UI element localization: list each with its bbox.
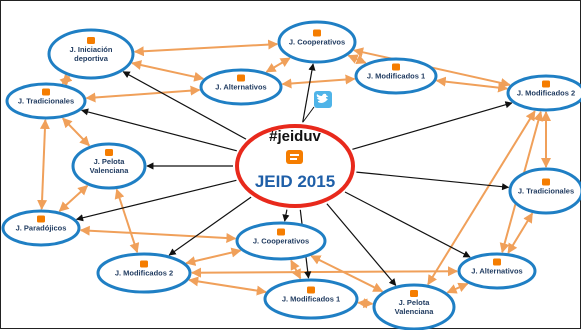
peer-link-iniciacion-alternativos_top <box>131 60 205 82</box>
hub-link-modificados2_right <box>352 101 513 150</box>
peer-link-alternativos_top-modificados1_top <box>281 74 356 89</box>
hub-link-iniciacion <box>122 71 247 140</box>
node-label: J. Modificados 1 <box>367 72 425 81</box>
node-label: J. Tradicionales <box>18 97 74 106</box>
hub-link-tradicionales_left <box>81 108 237 152</box>
peer-link-modificados1_bottom-pelota_bottom <box>357 298 374 309</box>
node-ellipse <box>263 278 359 320</box>
peer-link-modificados1_top-modificados2_right <box>435 76 509 93</box>
node-label: J. Modificados 2 <box>517 89 575 98</box>
node-label: J. Modificados 2 <box>115 269 173 278</box>
peer-link-iniciacion-tradicionales_left <box>59 73 73 87</box>
hub-link-pelota_bottom <box>326 203 397 286</box>
central-hub[interactable]: #jeiduv JEID 2015 <box>235 124 355 208</box>
blogger-icon <box>307 286 315 294</box>
peer-link-pelota_left-modificados2_bottom <box>114 188 140 254</box>
node-ellipse <box>199 68 283 106</box>
node-ellipse <box>506 74 581 112</box>
blogger-icon <box>410 290 418 297</box>
node-paradojicos[interactable]: J. Paradójicos <box>1 209 81 247</box>
blogger-icon <box>105 149 113 156</box>
peer-link-modificados2_bottom-alternativos_bottom <box>191 266 458 278</box>
blogger-icon <box>277 228 285 236</box>
node-alternativos-top[interactable]: J. Alternativos <box>199 68 283 106</box>
node-ellipse <box>5 82 87 120</box>
hub-link-alternativos_bottom <box>344 191 471 258</box>
blogger-icon <box>542 178 550 186</box>
node-label: J. Cooperativos <box>289 38 345 47</box>
node-ellipse <box>1 209 81 247</box>
blogger-icon <box>42 88 50 96</box>
blogger-icon <box>392 63 400 71</box>
hub-link-modificados2_bottom <box>168 196 252 256</box>
node-label: J. Alternativos <box>471 267 522 276</box>
peer-links <box>37 39 551 309</box>
node-label: J. Alternativos <box>215 83 266 92</box>
blogger-icon <box>87 37 95 44</box>
node-ellipse <box>457 252 537 290</box>
node-tradicionales-right[interactable]: J. Tradicionales <box>508 167 581 215</box>
node-modificados2-bottom[interactable]: J. Modificados 2 <box>96 252 192 294</box>
node-ellipse <box>235 221 327 261</box>
twitter-icon[interactable] <box>302 91 332 123</box>
blogger-icon <box>37 215 45 223</box>
node-modificados1-bottom[interactable]: J. Modificados 1 <box>263 278 359 320</box>
blogger-icon <box>140 260 148 268</box>
node-ellipse <box>354 57 438 95</box>
peer-link-paradojicos-cooperativos_bottom <box>79 225 237 244</box>
node-ellipse <box>71 142 147 190</box>
blogger-icon <box>313 29 321 37</box>
node-modificados2-right[interactable]: J. Modificados 2 <box>506 74 581 112</box>
peer-link-modificados2_bottom-modificados1_bottom <box>188 276 267 296</box>
node-label: J. Cooperativos <box>253 237 309 246</box>
node-cooperativos-top[interactable]: J. Cooperativos <box>277 20 357 64</box>
peer-link-cooperativos_bottom-modificados2_bottom <box>185 247 242 266</box>
peer-link-tradicionales_left-pelota_left <box>62 117 90 147</box>
peer-link-cooperativos_bottom-modificados1_bottom <box>290 259 302 280</box>
node-label: J. Paradójicos <box>16 224 67 233</box>
hub-link-tradicionales_right <box>356 171 510 191</box>
node-modificados1-top[interactable]: J. Modificados 1 <box>354 57 438 95</box>
node-cooperativos-bottom[interactable]: J. Cooperativos <box>235 221 327 261</box>
node-ellipse <box>508 167 581 215</box>
blogger-icon <box>493 258 501 266</box>
peer-link-alternativos_top-tradicionales_left <box>85 85 201 103</box>
node-alternativos-bottom[interactable]: J. Alternativos <box>457 252 537 290</box>
hub-link-paradojicos <box>75 179 237 222</box>
hashtag-label: #jeiduv <box>269 128 321 145</box>
blogger-icon <box>542 80 550 88</box>
peer-link-iniciacion-cooperativos_top <box>133 39 279 57</box>
node-tradicionales-left[interactable]: J. Tradicionales <box>5 82 87 120</box>
peer-link-cooperativos_top-modificados1_top <box>347 54 367 64</box>
center-title: JEID 2015 <box>255 172 335 191</box>
node-ellipse <box>277 20 357 64</box>
peer-link-pelota_left-paradojicos <box>58 184 89 212</box>
node-label: J. Tradicionales <box>518 187 574 196</box>
node-ellipse <box>96 252 192 294</box>
peer-link-tradicionales_left-paradojicos <box>37 119 50 210</box>
hub-link-cooperativos_bottom <box>282 209 290 222</box>
peer-link-modificados2_right-pelota_bottom <box>427 110 536 286</box>
peer-link-pelota_bottom-alternativos_bottom <box>446 282 469 294</box>
hub-links <box>75 63 513 286</box>
node-ellipse <box>47 28 135 80</box>
blogger-icon <box>237 74 245 82</box>
hub-link-cooperativos_top <box>302 63 316 123</box>
node-label: J. Modificados 1 <box>282 295 340 304</box>
peer-link-alternativos_top-cooperativos_top <box>265 57 291 73</box>
peer-link-tradicionales_right-alternativos_bottom <box>507 212 534 254</box>
blogger-icon <box>286 150 303 164</box>
